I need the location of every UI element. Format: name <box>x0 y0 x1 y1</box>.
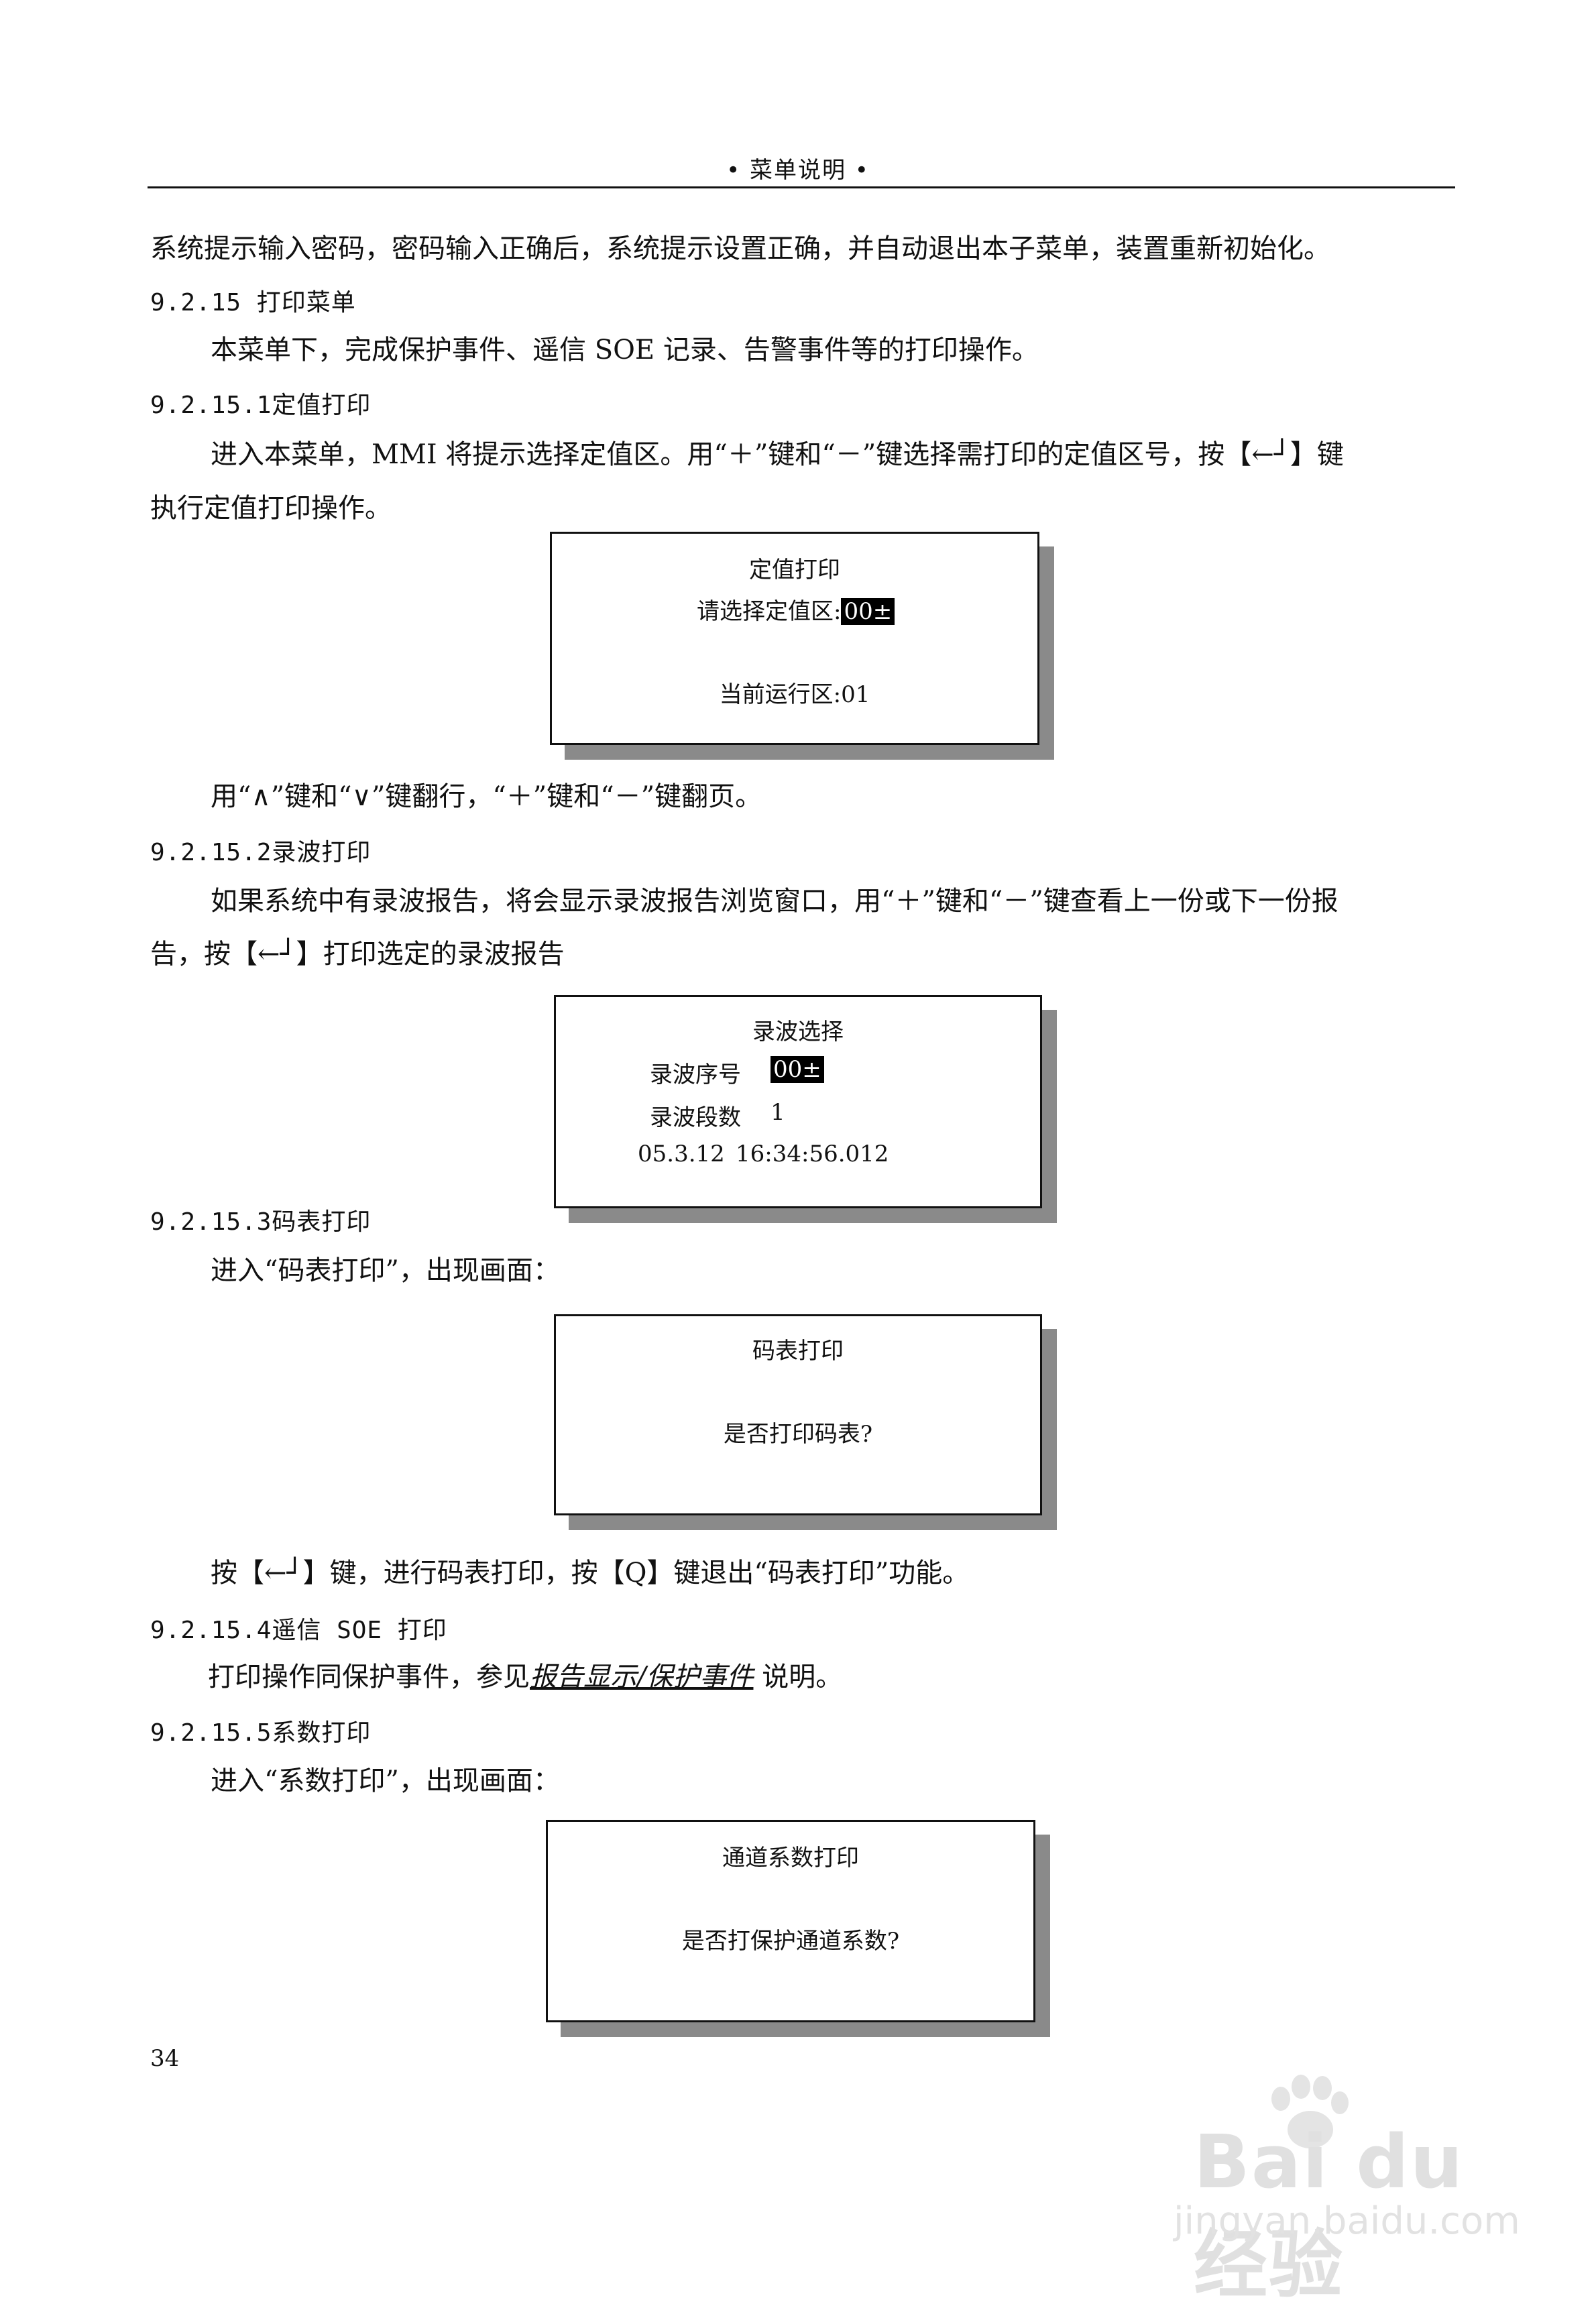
header-rule <box>148 186 1455 188</box>
heading-9-2-15-5: 9.2.15.5系数打印 <box>150 1719 372 1747</box>
wave-time: 16:34:56.012 <box>736 1141 889 1167</box>
wave-seq-value[interactable]: 00± <box>771 1056 824 1083</box>
page-number: 34 <box>150 2045 180 2072</box>
soe-print-text-pre: 打印操作同保护事件，参见 <box>208 1662 530 1692</box>
zone-select-row: 请选择定值区:00± <box>697 593 895 626</box>
paragraph-code-print-keys: 按【←┘】键，进行码表打印，按【Q】键退出“码表打印”功能。 <box>211 1558 970 1588</box>
heading-9-2-15-4: 9.2.15.4遥信 SOE 打印 <box>150 1617 447 1644</box>
wave-select-panel: 录波选择 录波序号 00± 录波段数 1 05.3.12 16:34:56.01… <box>554 995 1057 1223</box>
paragraph-setting-print-2: 执行定值打印操作。 <box>150 493 392 524</box>
zone-select-label: 请选择定值区: <box>697 598 842 625</box>
running-header: • 菜单说明 • <box>726 157 870 184</box>
paragraph-code-print: 进入“码表打印”，出现画面： <box>211 1255 560 1286</box>
wave-seg-label: 录波段数 <box>650 1104 741 1131</box>
coef-print-panel: 通道系数打印 是否打保护通道系数? <box>546 1820 1050 2037</box>
panel-title: 录波选择 <box>752 1019 844 1045</box>
heading-9-2-15-2: 9.2.15.2录波打印 <box>150 839 372 866</box>
watermark-url: jingyan.baidu.com <box>1174 2199 1520 2243</box>
paragraph-soe-print: 打印操作同保护事件，参见报告显示/保护事件 说明。 <box>208 1658 842 1696</box>
panel-frame: 通道系数打印 是否打保护通道系数? <box>546 1820 1035 2022</box>
heading-9-2-15-1: 9.2.15.1定值打印 <box>150 392 372 419</box>
current-zone: 当前运行区:01 <box>719 681 870 708</box>
paragraph-wave-print-2: 告，按【←┘】打印选定的录波报告 <box>150 939 565 970</box>
paw-icon <box>1271 2075 1349 2148</box>
coef-print-question: 是否打保护通道系数? <box>681 1928 900 1955</box>
soe-print-text-post: 说明。 <box>753 1662 843 1692</box>
paragraph-setting-print-1: 进入本菜单，MMI 将提示选择定值区。用“＋”键和“－”键选择需打印的定值区号，… <box>211 439 1344 470</box>
baidu-jingyan-watermark: Bai du 经验 jingyan.baidu.com <box>1133 2075 1522 2308</box>
code-print-question: 是否打印码表? <box>723 1421 873 1448</box>
wave-seq-label: 录波序号 <box>650 1061 741 1088</box>
report-display-link[interactable]: 报告显示/保护事件 <box>530 1662 754 1692</box>
heading-9-2-15: 9.2.15 打印菜单 <box>150 289 356 316</box>
code-print-panel: 码表打印 是否打印码表? <box>554 1314 1057 1530</box>
panel-frame: 定值打印 请选择定值区:00± 当前运行区:01 <box>550 532 1039 745</box>
wave-seg-value: 1 <box>771 1099 785 1126</box>
heading-9-2-15-3: 9.2.15.3码表打印 <box>150 1208 372 1236</box>
panel-title: 通道系数打印 <box>722 1845 859 1871</box>
paragraph-wave-print-1: 如果系统中有录波报告，将会显示录波报告浏览窗口，用“＋”键和“－”键查看上一份或… <box>211 886 1338 917</box>
wave-date: 05.3.12 <box>638 1141 725 1167</box>
panel-title: 定值打印 <box>749 557 840 583</box>
paragraph-navigation-keys: 用“∧”键和“∨”键翻行，“＋”键和“－”键翻页。 <box>211 781 762 812</box>
paragraph-password: 系统提示输入密码，密码输入正确后，系统提示设置正确，并自动退出本子菜单，装置重新… <box>150 233 1330 264</box>
panel-frame: 码表打印 是否打印码表? <box>554 1314 1042 1515</box>
paragraph-coef-print: 进入“系数打印”，出现画面： <box>211 1766 560 1796</box>
zone-select-value[interactable]: 00± <box>841 598 895 625</box>
setting-print-panel: 定值打印 请选择定值区:00± 当前运行区:01 <box>550 532 1054 760</box>
panel-frame: 录波选择 录波序号 00± 录波段数 1 05.3.12 16:34:56.01… <box>554 995 1042 1208</box>
paragraph-print-menu: 本菜单下，完成保护事件、遥信 SOE 记录、告警事件等的打印操作。 <box>211 335 1039 365</box>
panel-title: 码表打印 <box>752 1338 844 1365</box>
